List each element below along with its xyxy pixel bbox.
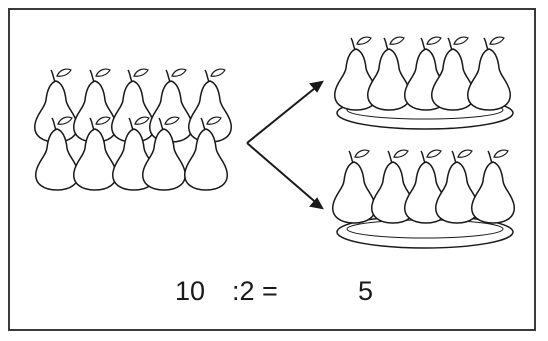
split-arrows bbox=[246, 80, 324, 210]
pear-icon bbox=[470, 149, 516, 224]
plate-top bbox=[333, 36, 514, 130]
pear-icon bbox=[466, 36, 512, 111]
pear-icon bbox=[331, 149, 377, 224]
plate-bottom bbox=[331, 149, 516, 249]
equation-result: 5 bbox=[358, 276, 374, 306]
division-equation: 10 :2 = 5 bbox=[0, 276, 548, 316]
arrowhead-down-icon bbox=[309, 197, 324, 210]
arrow-up-icon bbox=[246, 83, 321, 144]
arrow-down-icon bbox=[246, 142, 321, 207]
equation-dividend: 10 bbox=[175, 276, 206, 306]
equation-divisor: :2 = bbox=[232, 276, 278, 306]
pear-icon bbox=[366, 36, 412, 111]
pear-icon bbox=[148, 68, 194, 143]
arrowhead-up-icon bbox=[309, 80, 324, 93]
pear-group-total bbox=[33, 68, 233, 191]
